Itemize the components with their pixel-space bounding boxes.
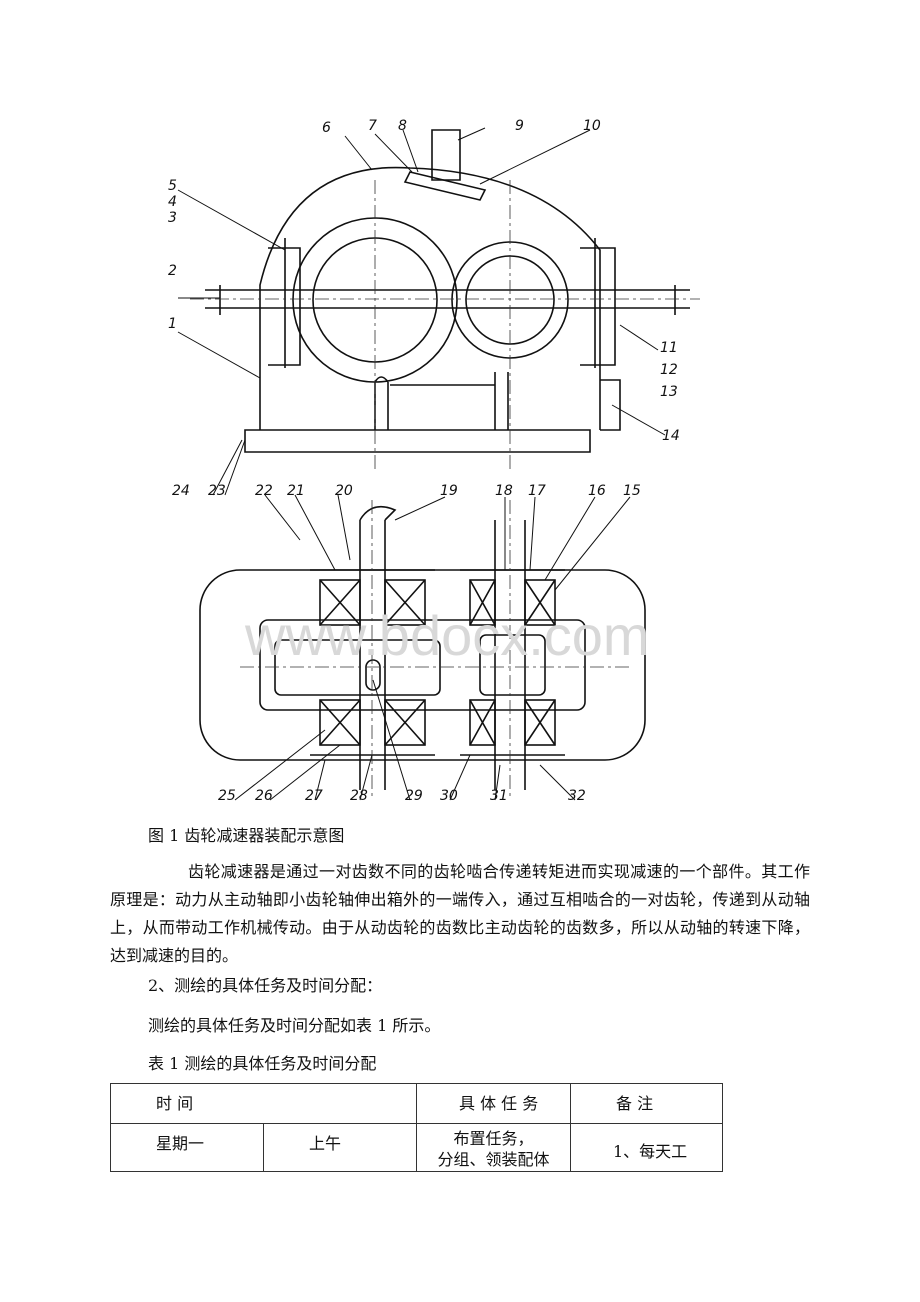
housing-cover-outline [259,166,601,368]
task-line-1: 布置任务， [453,1129,534,1148]
callout-24: 24 [172,483,190,499]
callout-3: 3 [168,210,177,226]
callout-14: 14 [662,428,680,444]
callout-6: 6 [322,120,331,136]
callout-11: 11 [660,340,678,356]
callout-15: 15 [623,483,641,499]
task-schedule-table: 时 间 具 体 任 务 备 注 星期一 上午 布置任务， 分组、领装配体 1、每… [110,1083,723,1172]
period-cell: 上午 [263,1123,417,1172]
header-task: 具 体 任 务 [459,1094,539,1113]
oil-gauge [600,379,621,431]
table-row: 星期一 上午 布置任务， 分组、领装配体 1、每天工 [110,1123,723,1172]
header-note: 备 注 [616,1094,654,1113]
shaft-line [205,289,690,309]
task-cell: 布置任务， 分组、领装配体 [416,1123,571,1172]
task-line-2: 分组、领装配体 [437,1150,550,1169]
small-gear [479,634,546,696]
day: 星期一 [156,1134,205,1153]
figure-caption: 图 1 齿轮减速器装配示意图 [148,826,345,845]
table-caption: 表 1 测绘的具体任务及时间分配 [148,1054,377,1073]
housing-base-plate [244,429,591,453]
vent-plug [431,129,461,181]
large-gear [274,639,441,696]
section-heading: 2、测绘的具体任务及时间分配： [148,976,383,995]
section-intro: 测绘的具体任务及时间分配如表 1 所示。 [148,1016,441,1035]
inspection-cover [403,171,487,201]
callout-26: 26 [255,788,273,804]
callout-7: 7 [368,118,377,134]
gear-reducer-assembly-drawing: 5 4 3 2 1 6 7 8 9 10 11 12 13 14 15 16 1… [168,118,700,804]
note: 1、每天工 [613,1142,688,1161]
callout-27: 27 [305,788,323,804]
callout-18: 18 [495,483,513,499]
callout-20: 20 [335,483,353,499]
callout-29: 29 [405,788,423,804]
callout-10: 10 [583,118,601,134]
note-cell: 1、每天工 [570,1123,723,1172]
callout-22: 22 [255,483,273,499]
key [365,659,381,691]
callout-13: 13 [660,384,678,400]
callout-19: 19 [440,483,458,499]
callout-28: 28 [350,788,368,804]
callout-1: 1 [168,316,177,332]
bearing-upper-left [319,579,361,626]
callout-9: 9 [515,118,524,134]
header-note-cell: 备 注 [570,1083,723,1124]
callout-17: 17 [528,483,546,499]
period: 上午 [309,1134,342,1153]
callout-12: 12 [660,362,678,378]
callout-31: 31 [490,788,508,804]
callout-32: 32 [568,788,586,804]
day-cell: 星期一 [110,1123,264,1172]
callout-16: 16 [588,483,606,499]
table-header-row: 时 间 具 体 任 务 备 注 [110,1083,723,1124]
gear-chamber [259,619,586,711]
header-time-cell: 时 间 [110,1083,417,1124]
watermark: www.bdocx.com [244,604,650,667]
callout-25: 25 [218,788,236,804]
callout-30: 30 [440,788,458,804]
callout-5: 5 [168,178,177,194]
header-task-cell: 具 体 任 务 [416,1083,571,1124]
header-time: 时 间 [156,1094,194,1113]
callout-4: 4 [168,194,177,210]
callout-2: 2 [168,263,177,279]
body-paragraph: 齿轮减速器是通过一对齿数不同的齿轮啮合传递转矩进而实现减速的一个部件。其工作原理… [110,862,810,965]
callout-21: 21 [287,483,305,499]
callout-23: 23 [208,483,226,499]
callout-8: 8 [398,118,407,134]
